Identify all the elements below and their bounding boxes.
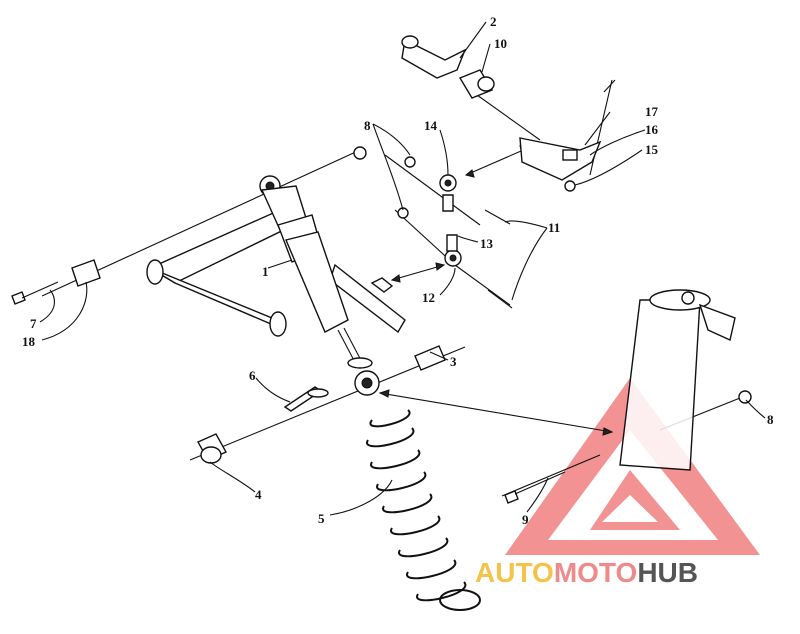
callout-labels: 1 2 3 4 5 6 7 8 8 8 9 10 11 12 13 14 15 … [22,14,774,527]
coil-spring [366,409,481,611]
callout-18: 18 [22,334,36,349]
callout-3: 3 [450,354,457,369]
callout-4: 4 [255,487,262,502]
callout-15: 15 [645,142,659,157]
callout-1: 1 [262,264,269,279]
callout-8-top: 8 [364,118,371,133]
callout-2: 2 [490,14,497,29]
frame-bracket [619,289,736,471]
callout-14: 14 [424,118,438,133]
callout-16: 16 [645,122,659,137]
watermark-moto: MOTO [554,557,637,588]
bolts [11,259,566,504]
bushing-group [283,345,446,412]
callout-11: 11 [548,220,560,235]
callout-leaders [39,21,766,516]
a-arm-frame [146,209,406,337]
spacer-4 [197,433,227,464]
callout-10: 10 [494,36,507,51]
callout-12: 12 [422,290,435,305]
watermark-hub: HUB [637,557,698,588]
callout-17: 17 [645,104,659,119]
callout-9: 9 [522,512,529,527]
assembly-lines [41,79,741,497]
callout-13: 13 [480,236,494,251]
svg-text:AUTOMOTOHUB: AUTOMOTOHUB [475,557,698,588]
watermark-text: AUTOMOTOHUB [475,557,698,588]
shock-absorber [259,175,365,369]
callout-5: 5 [318,511,325,526]
callout-7: 7 [30,316,37,331]
linkage-parts [353,35,752,404]
callout-8-right: 8 [767,412,774,427]
watermark-auto: AUTO [475,557,554,588]
callout-6: 6 [249,368,256,383]
